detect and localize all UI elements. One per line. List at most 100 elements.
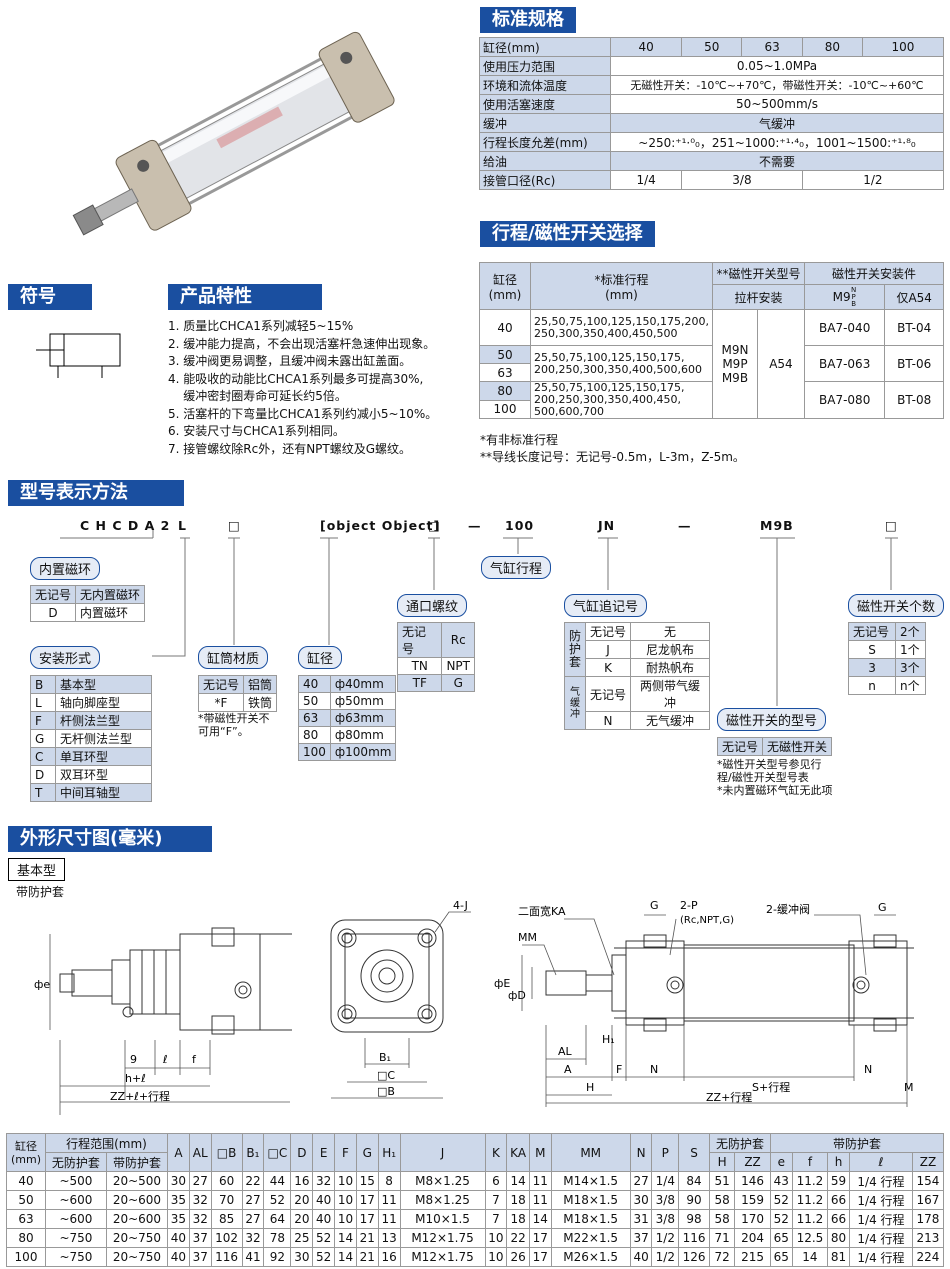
suffix-group-label: 气 缓 冲 [563,676,587,730]
dim-cell: 1/2 [651,1247,680,1267]
dim-cell: M18×1.5 [550,1190,631,1210]
model-suffix-code: JN [598,518,616,533]
dim-label: N [864,1063,872,1076]
dim-cell: 52 [769,1209,793,1229]
dim-cell: 52 [312,1247,336,1267]
dim-cell: 17 [528,1228,552,1248]
dim-cell: 16 [290,1171,314,1191]
option-key: F [30,711,56,730]
model-stroke-code: 100 [505,518,535,533]
dim-cell: 18 [506,1190,530,1210]
option-value: 3个 [895,658,926,677]
dim-cell: 92 [263,1247,292,1267]
dim-cell: 1/4 行程 [848,1190,913,1210]
dim-cell: 58 [709,1209,736,1229]
dim-cell: 10 [334,1190,357,1210]
stroke-note-1: *有非标准行程 [480,433,559,447]
feature-item: 7. 接管螺纹除Rc外，还有NPT螺纹及G螺纹。 [168,441,412,456]
option-value: 单耳环型 [55,747,152,766]
dim-header: MM [550,1133,631,1172]
dimensions-section-title: 外形尺寸图(毫米) [8,826,212,852]
dim-cell: 14 [334,1247,357,1267]
dim-header: G [355,1133,379,1172]
dim-cell: 18 [506,1209,530,1229]
dim-cell: 213 [911,1228,945,1248]
stroke-header: *标准行程 (mm) [530,262,713,310]
dim-cell: 66 [827,1209,850,1229]
dim-cell: M12×1.75 [399,1228,486,1248]
model-port-box: □ [428,518,441,533]
rod-mount-header: 拉杆安装 [711,284,805,310]
dim-label: MM [518,931,537,944]
port-thread-title: 通口螺纹 [397,594,468,617]
option-value: 铝筒 [243,675,278,694]
spec-row-value: 气缓冲 [610,113,944,133]
option-key: G [30,729,56,748]
dim-cell: 41 [241,1247,265,1267]
dim-cell: 6 [484,1171,508,1191]
dim-label: 二面宽KA [518,904,566,918]
dim-label: F [616,1063,622,1076]
dim-header: □B [210,1133,243,1172]
spec-row-value: 50~500mm/s [610,94,944,114]
bore-title: 缸径 [298,646,343,669]
kit-m9-cell: BA7-040 [803,309,886,346]
option-value: 两侧带气缓冲 [630,676,711,712]
stroke-switch-table: 缸径 (mm) *标准行程 (mm) **磁性开关型号 磁性开关安装件 拉杆安装… [479,262,945,419]
dim-cell: 178 [911,1209,945,1229]
dim-cell: ~750 [45,1228,107,1248]
option-key: D [30,765,56,784]
dim-cell: M18×1.5 [550,1209,631,1229]
option-value: Rc [441,622,475,658]
basic-type-label: 基本型 [8,858,66,881]
switch-model-title: 磁性开关的型号 [717,708,827,731]
spec-row-value: 0.05~1.0MPa [610,56,944,76]
spec-row-label: 使用活塞速度 [479,94,611,114]
dim-header: K [484,1133,508,1172]
option-key: 无记号 [585,622,632,641]
kit-a54-cell: BT-06 [884,345,944,382]
dim-cell: 71 [709,1228,736,1248]
dim-header: 带防护套 [769,1133,945,1153]
dim-cell: 40 [167,1228,190,1248]
dim-cell: 25 [290,1228,314,1248]
dim-label: f [192,1053,197,1066]
dim-cell: M8×1.25 [399,1171,486,1191]
dim-cell: 16 [377,1247,401,1267]
dim-cell: 37 [629,1228,653,1248]
dim-label: 9 [130,1053,137,1066]
dim-cell: 1/4 [651,1171,680,1191]
option-value: 中间耳轴型 [55,783,152,802]
dim-cell: 14 [506,1171,530,1191]
features-list: 1. 质量比CHCA1系列减轻5~15% 2. 缓冲能力提高，不会出现活塞杆急速… [168,318,437,458]
option-key: 80 [298,726,331,744]
dim-label: (Rc,NPT,G) [680,915,734,926]
dim-cell: 20~750 [105,1228,169,1248]
option-key: 40 [298,675,331,693]
kit-m9-cell: BA7-080 [803,381,886,419]
dim-cell: 21 [355,1228,379,1248]
dim-cell: 3/8 [651,1190,680,1210]
dim-header: B₁ [241,1133,265,1172]
dim-header: ℓ [848,1152,913,1172]
dim-cell: 11 [377,1190,401,1210]
stroke-bore-cell: 50 [479,345,531,364]
dim-cell: 22 [241,1171,265,1191]
dim-label: B₁ [379,1051,391,1064]
a54-header: 仅A54 [884,284,944,310]
dim-cell: M26×1.5 [550,1247,631,1267]
a54-cell: A54 [756,309,805,419]
dim-label: A [564,1063,572,1076]
stroke-bore-cell: 63 [479,363,531,382]
dim-cell: M22×1.5 [550,1228,631,1248]
dim-header: H₁ [377,1133,401,1172]
dim-cell: 159 [734,1190,771,1210]
dim-cell: 40 [312,1209,336,1229]
model-dash: — [468,518,482,533]
features-section-title: 产品特性 [168,284,322,310]
dim-label: ℓ [162,1053,168,1066]
